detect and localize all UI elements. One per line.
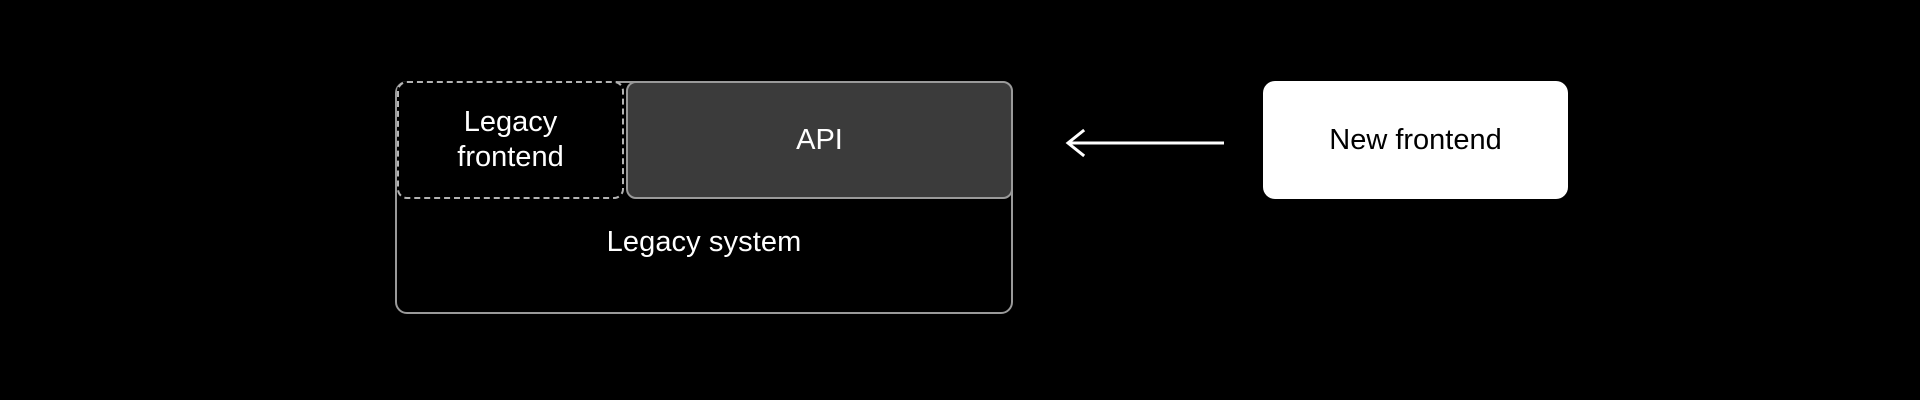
node-legacy-system-label: Legacy system	[606, 226, 802, 258]
node-api-label: API	[796, 124, 843, 156]
node-legacy-frontend-label: Legacy frontend	[457, 106, 564, 173]
arrow-left-icon	[1065, 128, 1224, 158]
node-new-frontend[interactable]: New frontend	[1263, 81, 1568, 199]
node-api[interactable]: API	[626, 81, 1013, 199]
arrow-head	[1065, 128, 1086, 158]
node-legacy-frontend[interactable]: Legacy frontend	[397, 81, 624, 199]
node-new-frontend-label: New frontend	[1329, 124, 1502, 156]
